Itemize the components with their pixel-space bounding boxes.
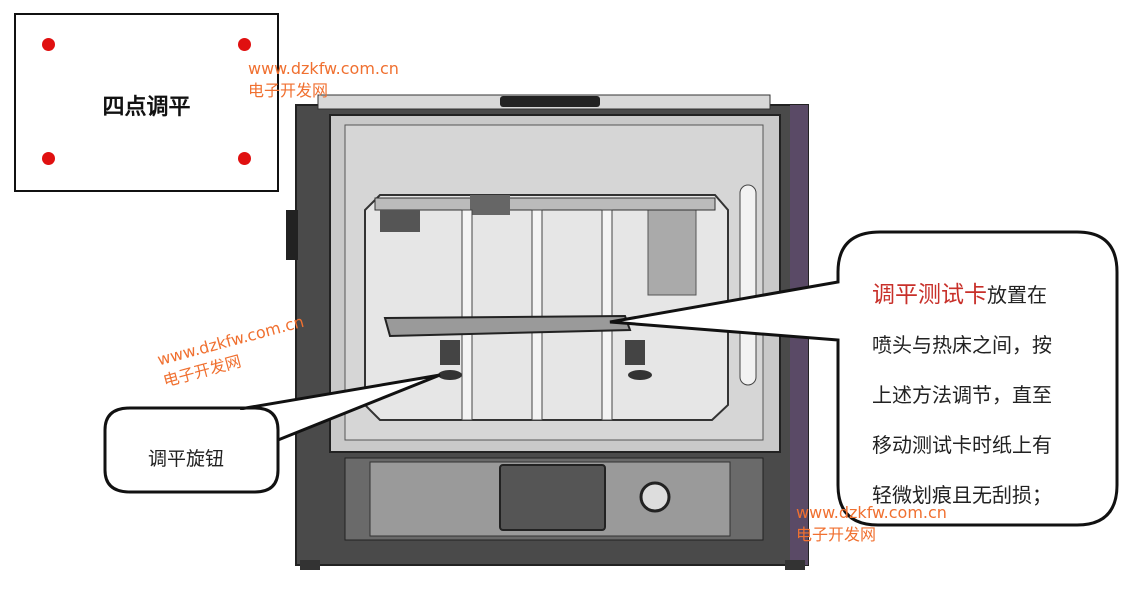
callout-right-bubble — [609, 230, 1119, 527]
leveling-knob — [438, 370, 462, 380]
control-knob — [639, 481, 671, 513]
lid-handle — [500, 96, 600, 107]
four-point-leveling-box: 四点调平 — [14, 13, 279, 192]
callout-left-label: 调平旋钮 — [148, 448, 225, 470]
highlight-term: 调平测试卡 — [872, 282, 987, 308]
z-rod — [531, 209, 543, 421]
level-box-title: 四点调平 — [102, 95, 191, 120]
leveling-point-dot — [238, 152, 251, 165]
z-rod — [601, 209, 613, 421]
leveling-point-dot — [238, 38, 251, 51]
leveling-point-dot — [42, 38, 55, 51]
leveling-knob-mount — [440, 340, 460, 365]
stepper-motor — [380, 210, 420, 232]
leveling-point-dot — [42, 152, 55, 165]
door-handle — [739, 184, 757, 386]
extruder-head — [470, 195, 510, 215]
touch-screen — [499, 464, 606, 531]
leveling-knob — [628, 370, 652, 380]
gantry-bar — [374, 197, 716, 211]
mainboard-cover — [647, 209, 697, 296]
heated-bed — [383, 314, 632, 338]
callout-right-text: 调平测试卡放置在 喷头与热床之间，按 上述方法调节，直至 移动测试卡时纸上有 轻… — [872, 282, 1052, 507]
z-rod — [461, 209, 473, 421]
